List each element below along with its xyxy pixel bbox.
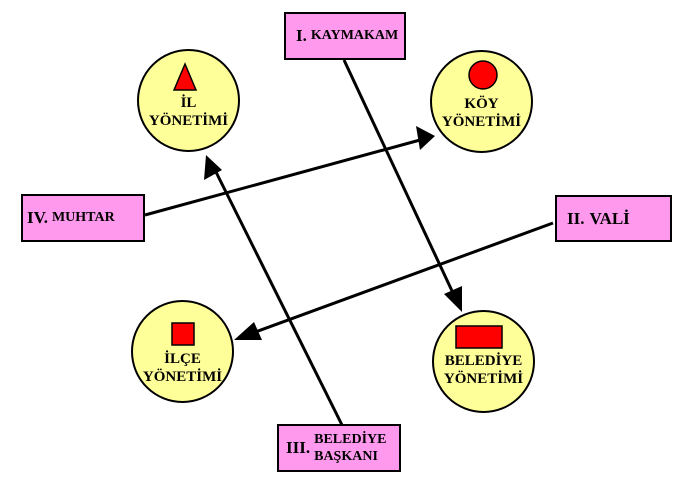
- unit-label-line2: YÖNETİMİ: [148, 113, 229, 129]
- arrowhead-il: [204, 155, 222, 180]
- circle-icon: [468, 60, 498, 90]
- role-number: III.: [286, 438, 311, 457]
- arrow-belediye-baskani-to-il: [212, 167, 345, 428]
- unit-ilce-yonetimi: İLÇE YÖNETİMİ: [131, 300, 234, 403]
- arrow-vali-to-ilce: [249, 221, 554, 336]
- role-name: MUHTAR: [51, 210, 115, 225]
- unit-label-line2: YÖNETİMİ: [142, 369, 223, 385]
- role-name: KAYMAKAM: [310, 28, 399, 43]
- arrowhead-belediye: [444, 286, 462, 312]
- arrowhead-koy: [416, 126, 435, 150]
- role-number: I.: [296, 26, 307, 45]
- role-box-vali: II. VALİ: [555, 195, 672, 242]
- role-name-line2: BAŞKANI: [314, 449, 378, 464]
- role-box-belediye-baskani: III. BELEDİYE BAŞKANI: [277, 424, 401, 472]
- unit-label-line1: İLÇE: [164, 351, 201, 367]
- role-box-muhtar: IV. MUHTAR: [21, 194, 145, 242]
- role-number: II.: [567, 208, 585, 228]
- role-number: IV.: [27, 208, 48, 227]
- unit-belediye-yonetimi: BELEDİYE YÖNETİMİ: [432, 310, 535, 413]
- arrow-kaymakam-to-belediye: [342, 59, 462, 309]
- unit-label-line1: KÖY: [464, 96, 499, 112]
- unit-koy-yonetimi: KÖY YÖNETİMİ: [430, 50, 533, 153]
- role-name: VALİ: [589, 208, 630, 228]
- role-name-line1: BELEDİYE: [314, 432, 387, 447]
- unit-label-line1: İL: [180, 95, 197, 111]
- arrow-muhtar-to-koy: [144, 138, 421, 217]
- square-icon: [171, 322, 195, 346]
- arrowhead-ilce: [234, 322, 262, 340]
- unit-il-yonetimi: İL YÖNETİMİ: [137, 49, 240, 152]
- unit-label-line2: YÖNETİMİ: [443, 371, 524, 387]
- role-name: BELEDİYE BAŞKANI: [314, 431, 386, 465]
- unit-label-line2: YÖNETİMİ: [441, 114, 522, 130]
- role-box-kaymakam: I. KAYMAKAM: [284, 12, 406, 60]
- unit-label-line1: BELEDİYE: [444, 353, 523, 369]
- rectangle-icon: [455, 325, 503, 349]
- triangle-icon: [172, 62, 198, 91]
